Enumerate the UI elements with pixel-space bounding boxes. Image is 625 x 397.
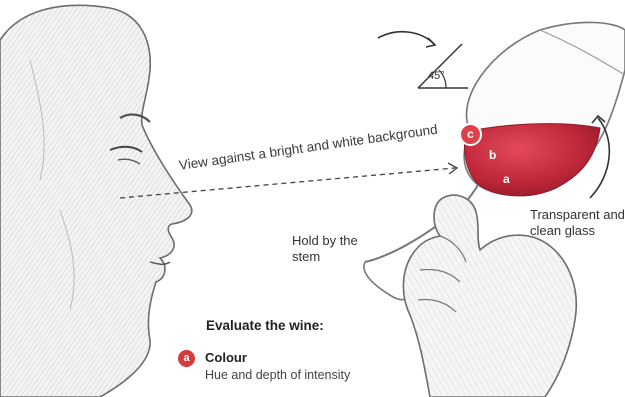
transparent-glass-label: Transparent and clean glass <box>530 207 625 239</box>
legend-badge: a <box>178 350 195 367</box>
face-profile <box>0 5 192 397</box>
marker-b: b <box>489 148 496 162</box>
legend-description: Hue and depth of intensity <box>205 368 350 382</box>
evaluate-heading: Evaluate the wine: <box>206 318 324 334</box>
angle-label: 45° <box>428 68 445 84</box>
hold-stem-label: Hold by the stem <box>292 233 362 265</box>
marker-c: c <box>459 123 482 146</box>
angle-indicator <box>378 32 468 88</box>
marker-a: a <box>503 172 510 186</box>
legend-title: Colour <box>205 350 247 365</box>
